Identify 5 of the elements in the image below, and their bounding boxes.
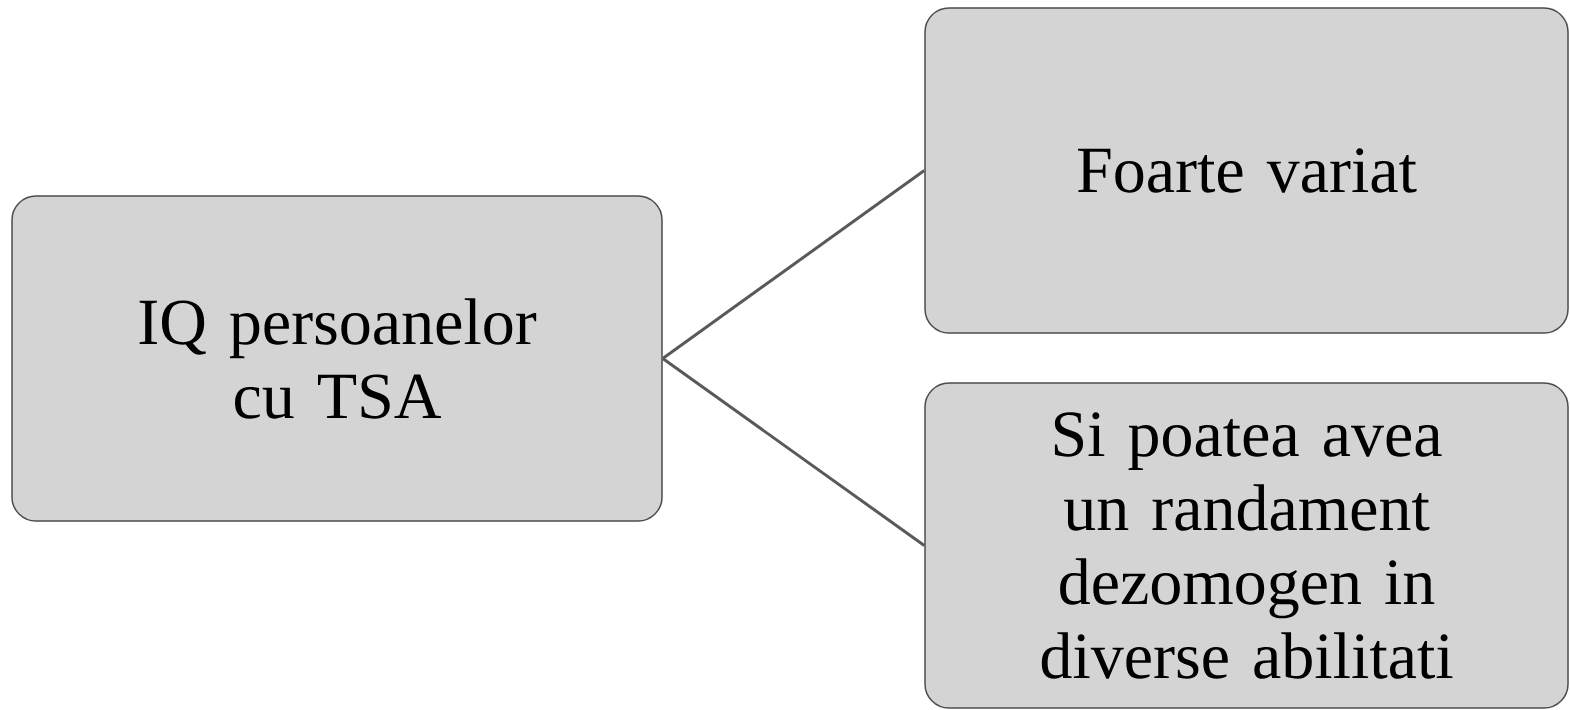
process-box: Si poatea avea un randament dezomogen in diverse abilitati (924, 382, 1569, 709)
process-box: IQ persoanelor cu TSA (11, 195, 663, 522)
process-box: Foarte variat (924, 7, 1569, 334)
connector-line (661, 357, 926, 547)
connector-line (661, 169, 926, 360)
